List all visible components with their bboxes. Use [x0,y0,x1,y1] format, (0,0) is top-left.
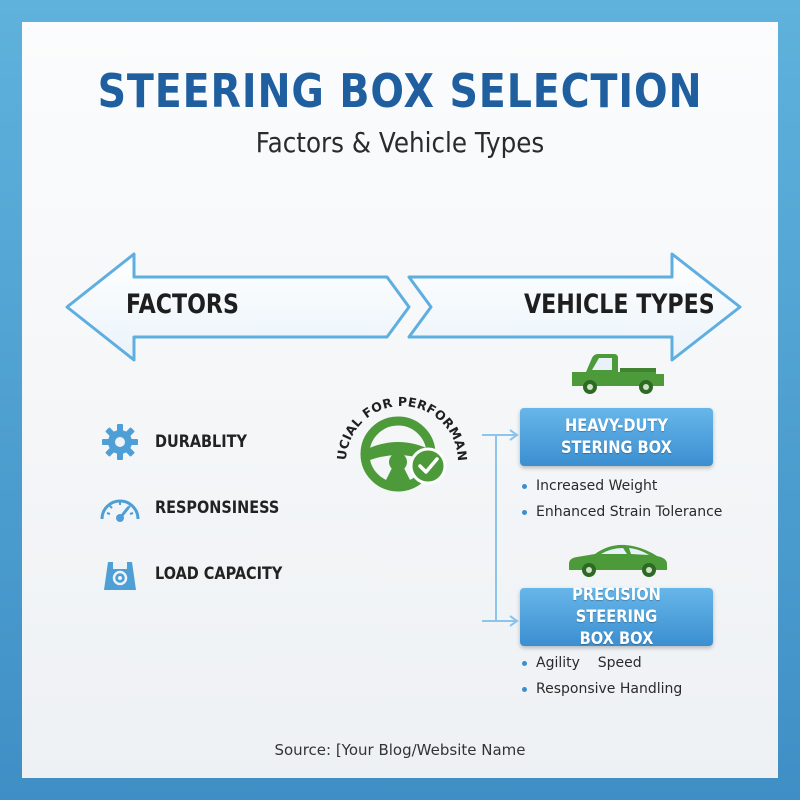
precision-bullets: Agility Speed Responsive Handling [522,650,682,702]
source-caption: Source: [Your Blog/Website Name [274,741,526,759]
type-label-line: STERING BOX [561,438,672,458]
factors-heading: FACTORS [126,289,239,320]
arrows-diagram [65,252,742,627]
speedometer-icon [97,488,143,528]
precision-steering-box: PRECISION STEERING BOX BOX [520,585,713,649]
infographic-card: STEERING BOX SELECTION Factors & Vehicle… [22,22,778,778]
performance-badge: CRUCIAL FOR PERFORMANCE [22,22,470,492]
vehicle-types-heading: VEHICLE TYPES [524,289,715,320]
factor-label: RESPONSINESS [155,498,280,518]
pickup-truck-icon [572,354,664,394]
sports-car-icon [569,544,667,577]
list-item: Increased Weight [522,473,722,499]
right-arrow [407,252,742,362]
list-item: Agility Speed [522,650,682,676]
badge-ring-text: CRUCIAL FOR PERFORMANCE [22,22,470,462]
gear-icon [97,422,143,462]
factor-label: DURABLITY [155,432,247,452]
list-item: Enhanced Strain Tolerance [522,499,722,525]
svg-text:CRUCIAL FOR PERFORMANCE: CRUCIAL FOR PERFORMANCE [22,22,470,462]
factor-load-capacity: LOAD CAPACITY [97,554,305,594]
factor-responsiveness: RESPONSINESS [97,488,301,528]
type-label-line: HEAVY-DUTY [565,416,668,436]
weight-icon [97,554,143,594]
factor-durability: DURABLITY [97,422,263,462]
heavy-duty-bullets: Increased Weight Enhanced Strain Toleran… [522,473,722,525]
factor-label: LOAD CAPACITY [155,564,283,584]
left-arrow [65,252,411,362]
type-label-line: PRECISION STEERING [572,585,661,627]
connector-bracket [482,429,519,627]
page-subtitle: Factors & Vehicle Types [255,126,545,159]
type-label-line: BOX BOX [579,629,654,649]
steering-wheel-check-icon [360,416,447,492]
page-title: STEERING BOX SELECTION [97,64,703,118]
heavy-duty-steering-box: HEAVY-DUTY STERING BOX [520,408,713,466]
list-item: Responsive Handling [522,676,682,702]
